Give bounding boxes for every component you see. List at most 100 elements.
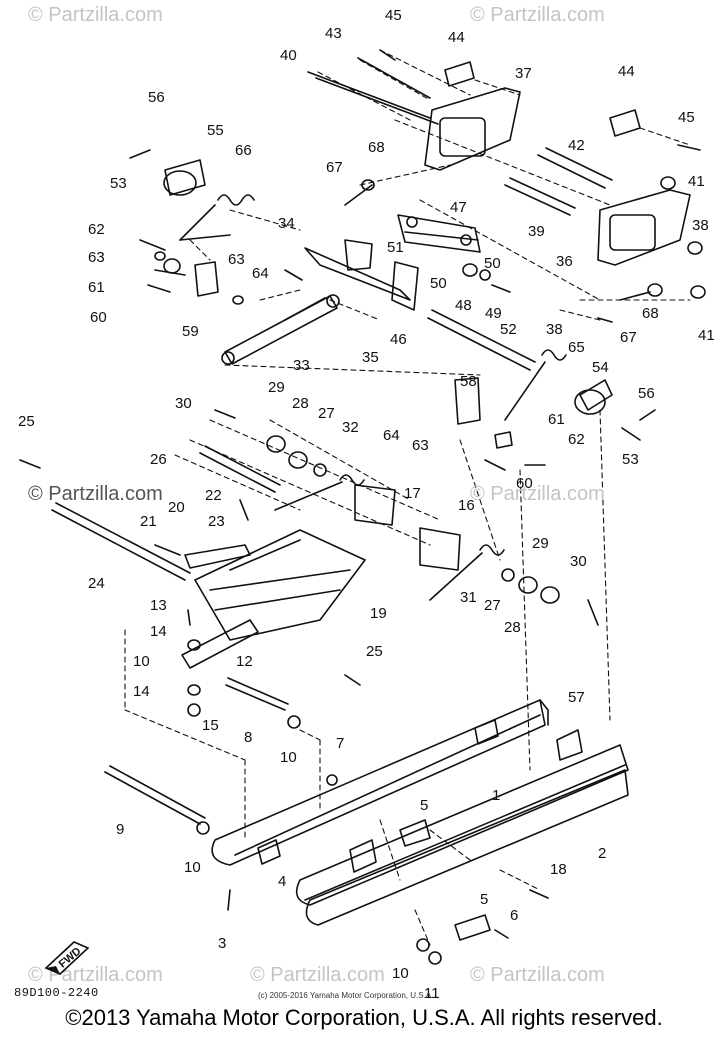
upper-arm-assembly <box>304 214 481 311</box>
callout-19: 34 <box>278 215 295 232</box>
bushings <box>154 170 706 965</box>
callout-33: 35 <box>362 349 379 366</box>
callout-51: 26 <box>150 451 167 468</box>
callout-47: 61 <box>548 411 565 428</box>
callout-80: 1 <box>492 787 500 804</box>
callout-92: 41 <box>698 327 715 344</box>
callout-0: 45 <box>385 7 402 24</box>
watermark: © Partzilla.com <box>250 964 385 986</box>
callout-60: 29 <box>532 535 549 552</box>
callout-31: 49 <box>485 305 502 322</box>
callout-5: 56 <box>148 89 165 106</box>
callout-labels: 45 43 44 40 37 56 55 53 68 67 66 42 44 4… <box>18 7 715 1002</box>
callout-45: 58 <box>460 373 477 390</box>
callout-65: 28 <box>504 619 521 636</box>
callout-61: 30 <box>570 553 587 570</box>
callout-54: 17 <box>404 485 421 502</box>
callout-67: 14 <box>150 623 167 640</box>
callout-63: 31 <box>460 589 477 606</box>
callout-21: 63 <box>88 249 105 266</box>
copyright-notice: ©2013 Yamaha Motor Corporation, U.S.A. A… <box>65 1005 663 1030</box>
watermark: © Partzilla.com <box>28 483 163 505</box>
callout-58: 23 <box>208 513 225 530</box>
callout-77: 9 <box>116 821 124 838</box>
callout-6: 55 <box>207 122 224 139</box>
callout-1: 43 <box>325 25 342 42</box>
callout-44: 64 <box>383 427 400 444</box>
callout-76: 7 <box>336 735 344 752</box>
callout-9: 67 <box>326 159 343 176</box>
callout-11: 42 <box>568 137 585 154</box>
callout-57: 21 <box>140 513 157 530</box>
callout-43: 32 <box>342 419 359 436</box>
callout-74: 10 <box>280 749 297 766</box>
callout-40: 30 <box>175 395 192 412</box>
callout-38: 56 <box>638 385 655 402</box>
watermark: © Partzilla.com <box>470 964 605 986</box>
callout-89: 38 <box>546 321 563 338</box>
assembly-guides <box>124 49 691 946</box>
callout-12: 44 <box>618 63 635 80</box>
callout-50: 25 <box>18 413 35 430</box>
callout-32: 33 <box>293 357 310 374</box>
callout-29: 50 <box>484 255 501 272</box>
callout-15: 47 <box>450 199 467 216</box>
bolts <box>19 49 701 939</box>
callout-26: 59 <box>182 323 199 340</box>
callout-42: 27 <box>318 405 335 422</box>
callout-86: 6 <box>510 907 518 924</box>
callout-4: 37 <box>515 65 532 82</box>
callout-52: 60 <box>516 475 533 492</box>
callout-49: 53 <box>622 451 639 468</box>
callout-59: 24 <box>88 575 105 592</box>
callout-90: 67 <box>620 329 637 346</box>
shafts <box>51 71 613 825</box>
callout-87: 10 <box>392 965 409 982</box>
callout-85: 5 <box>480 891 488 908</box>
callout-39: 29 <box>268 379 285 396</box>
watermark: © Partzilla.com <box>470 4 605 26</box>
callout-2: 44 <box>448 29 465 46</box>
callout-24: 63 <box>228 251 245 268</box>
callout-70: 25 <box>366 643 383 660</box>
callout-17: 38 <box>692 217 709 234</box>
rear-brackets <box>424 61 691 266</box>
callout-53: 22 <box>205 487 222 504</box>
callout-79: 5 <box>420 797 428 814</box>
callout-62: 19 <box>370 605 387 622</box>
callout-84: 3 <box>218 935 226 952</box>
callout-73: 8 <box>244 729 252 746</box>
callout-41: 28 <box>292 395 309 412</box>
callout-91: 68 <box>642 305 659 322</box>
callout-71: 14 <box>133 683 150 700</box>
callout-16: 39 <box>528 223 545 240</box>
callout-78: 10 <box>184 859 201 876</box>
callout-81: 2 <box>598 845 606 862</box>
callout-36: 65 <box>568 339 585 356</box>
callout-88: 11 <box>424 985 440 1002</box>
callout-69: 10 <box>133 653 150 670</box>
springs <box>179 194 567 601</box>
callout-48: 62 <box>568 431 585 448</box>
diagram-code: 89D100-2240 <box>14 986 99 1000</box>
front-arm-assembly <box>181 484 461 669</box>
callout-22: 61 <box>88 279 105 296</box>
misc-brackets <box>164 159 613 449</box>
watermark: © Partzilla.com <box>28 4 163 26</box>
callout-3: 40 <box>280 47 297 64</box>
callout-23: 60 <box>90 309 107 326</box>
callout-64: 27 <box>484 597 501 614</box>
callout-35: 52 <box>500 321 517 338</box>
slide-rails <box>211 699 629 941</box>
callout-20: 62 <box>88 221 105 238</box>
callout-66: 13 <box>150 597 167 614</box>
callout-25: 64 <box>252 265 269 282</box>
callout-56: 20 <box>168 499 185 516</box>
shock-absorber <box>221 294 340 365</box>
callout-30: 48 <box>455 297 472 314</box>
callout-75: 57 <box>568 689 585 706</box>
callout-27: 51 <box>387 239 404 256</box>
callout-14: 41 <box>688 173 705 190</box>
callout-28: 50 <box>430 275 447 292</box>
